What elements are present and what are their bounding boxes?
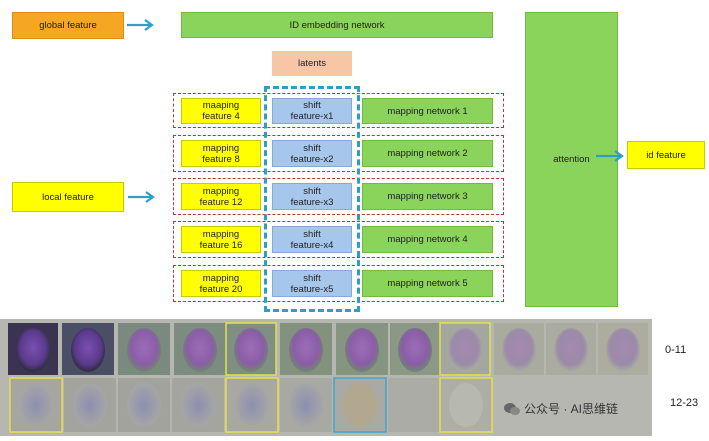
shift-feature-label: shift feature-x3 xyxy=(290,185,334,208)
mapping-network-label: mapping network 5 xyxy=(387,278,468,289)
shift-feature-label: shift feature-x4 xyxy=(290,228,334,251)
mapping-network-label: mapping network 2 xyxy=(387,148,468,159)
local-feature-label: local feature xyxy=(42,191,94,203)
shift-feature-box: shift feature-x2 xyxy=(272,140,352,167)
mapping-feature-label: mapping feature 16 xyxy=(199,228,243,251)
mapping-feature-box: mapping feature 16 xyxy=(181,226,261,253)
id-embedding-network-box: ID embedding network xyxy=(181,12,493,38)
mapping-feature-label: mapping feature 20 xyxy=(199,272,243,295)
watermark: 公众号 · AI思维链 xyxy=(504,400,618,417)
row-frame xyxy=(173,265,504,302)
mapping-feature-box: mapping feature 8 xyxy=(181,140,261,167)
global-feature-box: global feature xyxy=(12,12,124,39)
face-grid-image xyxy=(8,322,648,433)
mapping-network-box: mapping network 4 xyxy=(362,226,493,253)
row-frame xyxy=(173,221,504,258)
latents-label: latents xyxy=(298,58,326,69)
shift-feature-box: shift feature-x4 xyxy=(272,226,352,253)
shift-feature-box: shift feature-x5 xyxy=(272,270,352,297)
attention-label: attention xyxy=(553,154,590,165)
mapping-feature-box: mapping feature 12 xyxy=(181,183,261,210)
mapping-network-label: mapping network 3 xyxy=(387,191,468,202)
mapping-network-box: mapping network 3 xyxy=(362,183,493,210)
attention-box: attention xyxy=(525,12,618,307)
mapping-network-label: mapping network 1 xyxy=(387,105,468,117)
mapping-network-box: mapping network 1 xyxy=(362,98,493,124)
global-arrow-icon xyxy=(127,19,154,31)
local-arrow-icon xyxy=(128,191,155,203)
row-frame xyxy=(173,135,504,172)
row-frame xyxy=(173,93,504,128)
mapping-network-label: mapping network 4 xyxy=(387,234,468,245)
id-embedding-network-label: ID embedding network xyxy=(289,19,385,31)
id-feature-label: id feature xyxy=(646,149,686,161)
top-row-tiles xyxy=(8,322,648,376)
row-frame xyxy=(173,178,504,215)
id-feature-box: id feature xyxy=(627,141,705,169)
local-feature-box: local feature xyxy=(12,182,124,212)
mapping-feature-box: maaping feature 4 xyxy=(181,98,261,124)
latents-box: latents xyxy=(272,51,352,76)
shift-feature-label: shift feature-x5 xyxy=(290,272,334,295)
shift-feature-label: shift feature-x2 xyxy=(290,142,334,165)
mapping-feature-box: mapping feature 20 xyxy=(181,270,261,297)
bottom-row-range-label: 12-23 xyxy=(670,397,699,409)
mapping-network-box: mapping network 5 xyxy=(362,270,493,297)
attention-arrow-icon xyxy=(596,150,624,162)
mapping-feature-label: mapping feature 8 xyxy=(202,142,240,165)
bottom-row-tiles xyxy=(9,377,493,433)
watermark-text: 公众号 · AI思维链 xyxy=(524,402,619,416)
wechat-icon xyxy=(504,402,520,415)
mapping-feature-label: maaping feature 4 xyxy=(202,100,240,122)
shift-feature-box: shift feature-x1 xyxy=(272,98,352,124)
shift-feature-label: shift feature-x1 xyxy=(290,100,334,122)
top-row-range-label: 0-11 xyxy=(665,344,687,356)
shift-group-frame xyxy=(264,86,360,312)
shift-feature-box: shift feature-x3 xyxy=(272,183,352,210)
global-feature-label: global feature xyxy=(39,20,97,31)
mapping-feature-label: mapping feature 12 xyxy=(199,185,243,208)
face-visualization-strip xyxy=(0,319,652,436)
mapping-network-box: mapping network 2 xyxy=(362,140,493,167)
